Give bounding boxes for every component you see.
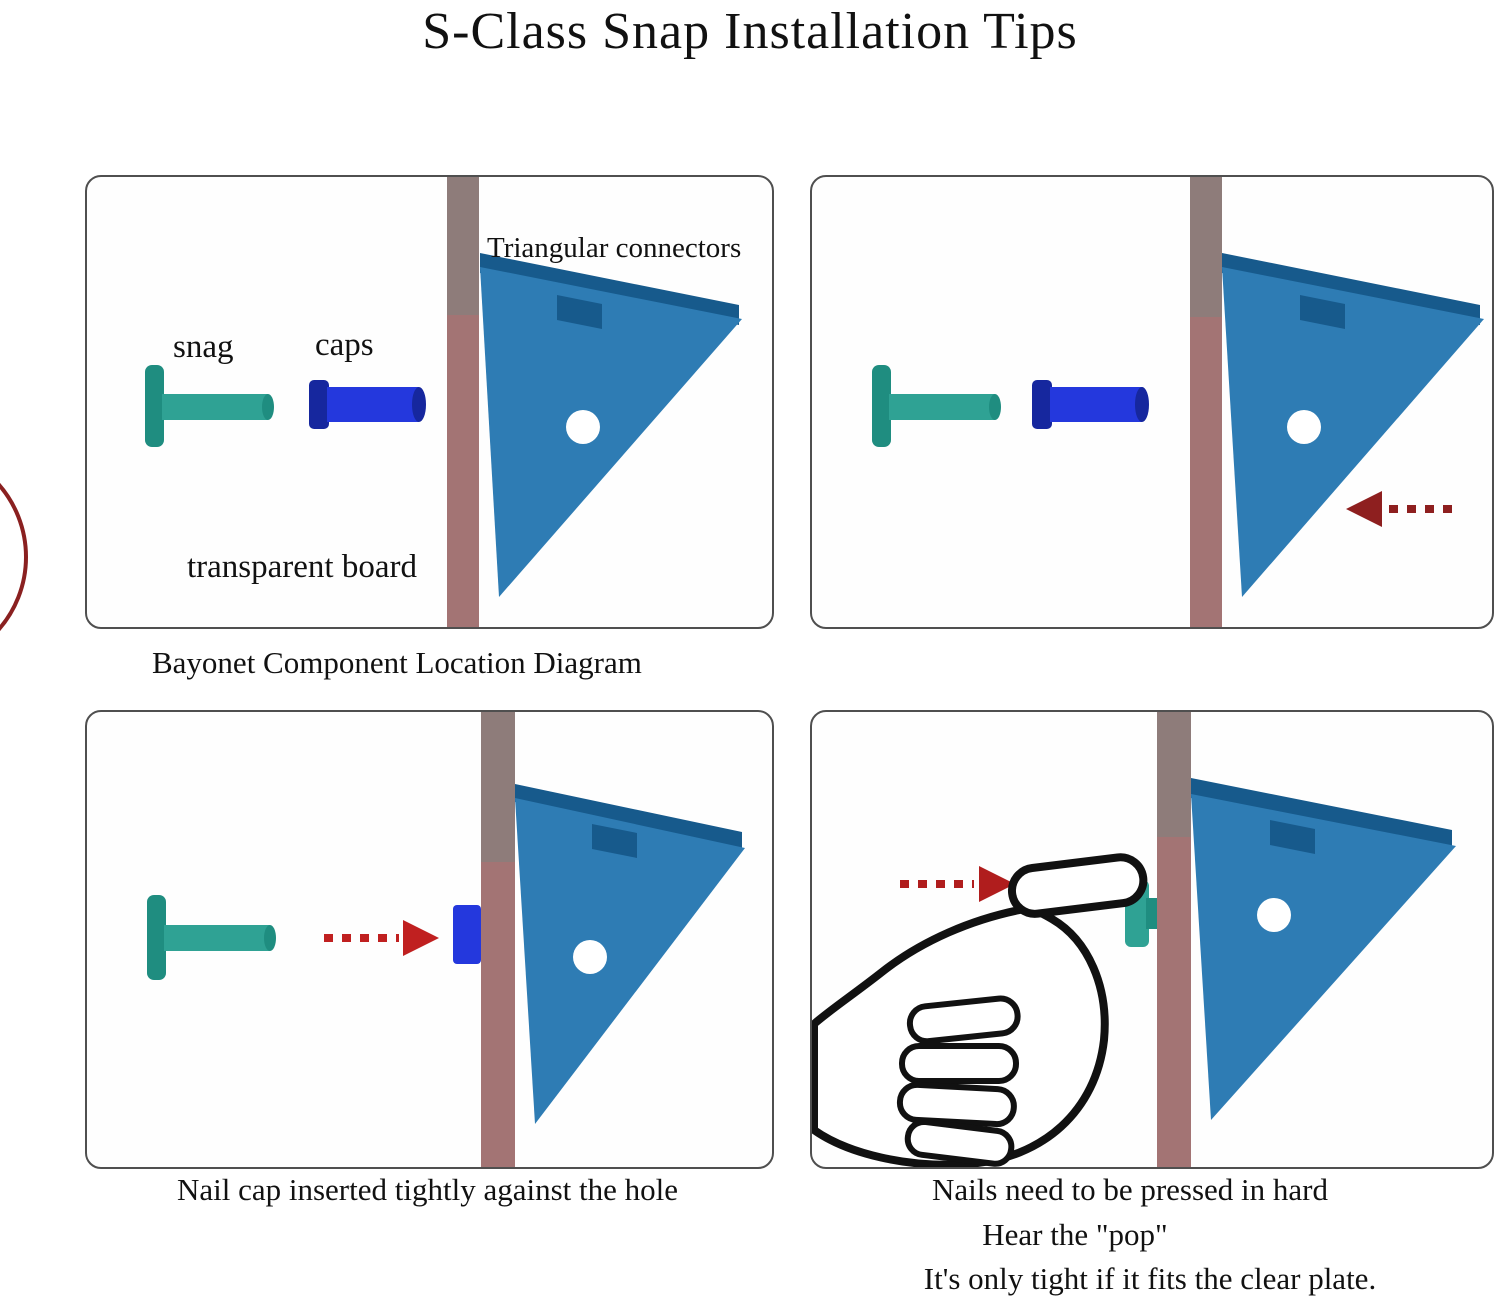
connector-hole-icon — [573, 940, 607, 974]
panel-cap-inserted — [85, 710, 774, 1169]
label-transparent-board: transparent board — [187, 549, 417, 585]
snag-pin-end-icon — [262, 394, 274, 420]
triangle-connector-icon — [480, 267, 742, 597]
panel-component-location: Triangular connectors snag caps transpar… — [85, 175, 774, 629]
snag-pin-shaft-icon — [162, 394, 268, 420]
triangle-notch-icon — [592, 824, 637, 858]
panel2-graphic — [872, 177, 1484, 627]
caption-press-hard-line2: Hear the "pop" — [982, 1217, 1168, 1252]
triangle-top-face-icon — [515, 784, 742, 852]
snag-pin-head-icon — [872, 365, 891, 447]
triangle-notch-icon — [1300, 295, 1345, 329]
label-caps: caps — [315, 327, 374, 363]
caption-nail-cap-inserted: Nail cap inserted tightly against the ho… — [176, 1172, 679, 1207]
triangle-notch-icon — [557, 295, 602, 329]
red-circle-arc — [0, 445, 28, 669]
panel4-graphic — [812, 712, 1456, 1167]
connector-hole-icon — [566, 410, 600, 444]
page-title: S-Class Snap Installation Tips — [422, 3, 1078, 60]
panel-push-direction — [810, 175, 1494, 629]
snag-pin-end-icon — [989, 394, 1001, 420]
panel3-graphic — [147, 712, 745, 1167]
board-top-icon — [1190, 177, 1222, 317]
cap-inserted-icon — [453, 905, 481, 964]
caption-press-hard-line1: Nails need to be pressed in hard — [932, 1172, 1328, 1207]
triangle-top-face-icon — [1191, 778, 1452, 850]
board-top-icon — [481, 712, 515, 862]
snag-pin-head-icon — [145, 365, 164, 447]
board-top-icon — [447, 177, 479, 315]
cap-end-icon — [412, 387, 426, 422]
snag-pin-end-icon — [264, 925, 276, 951]
triangle-connector-icon — [1222, 267, 1484, 597]
label-snag: snag — [173, 329, 234, 365]
hand-pressing-icon — [812, 853, 1148, 1167]
caption-press-hard-line3: It's only tight if it fits the clear pla… — [923, 1261, 1377, 1296]
snag-pin-shaft-icon — [164, 925, 270, 951]
arrow-right-head-icon — [403, 920, 439, 956]
panel-press-hard — [810, 710, 1494, 1169]
connector-hole-icon — [1287, 410, 1321, 444]
caption-bayonet-diagram: Bayonet Component Location Diagram — [152, 645, 642, 680]
snag-pin-shaft-icon — [889, 394, 995, 420]
snag-pin-head-icon — [147, 895, 166, 980]
label-triangular-connectors: Triangular connectors — [487, 232, 742, 264]
cap-end-icon — [1135, 387, 1149, 422]
cap-flange-icon — [309, 380, 329, 429]
triangle-connector-icon — [1191, 794, 1456, 1120]
arrow-right-head-icon — [979, 866, 1015, 902]
arrow-left-head-icon — [1346, 491, 1382, 527]
triangle-notch-icon — [1270, 820, 1315, 854]
cap-barrel-icon — [1050, 387, 1142, 422]
panel1-graphic — [145, 177, 742, 627]
connector-hole-icon — [1257, 898, 1291, 932]
triangle-connector-icon — [515, 798, 745, 1124]
teal-cap-shaft-icon — [1146, 898, 1160, 929]
board-top-icon — [1157, 712, 1191, 837]
cap-flange-icon — [1032, 380, 1052, 429]
cap-barrel-icon — [327, 387, 419, 422]
